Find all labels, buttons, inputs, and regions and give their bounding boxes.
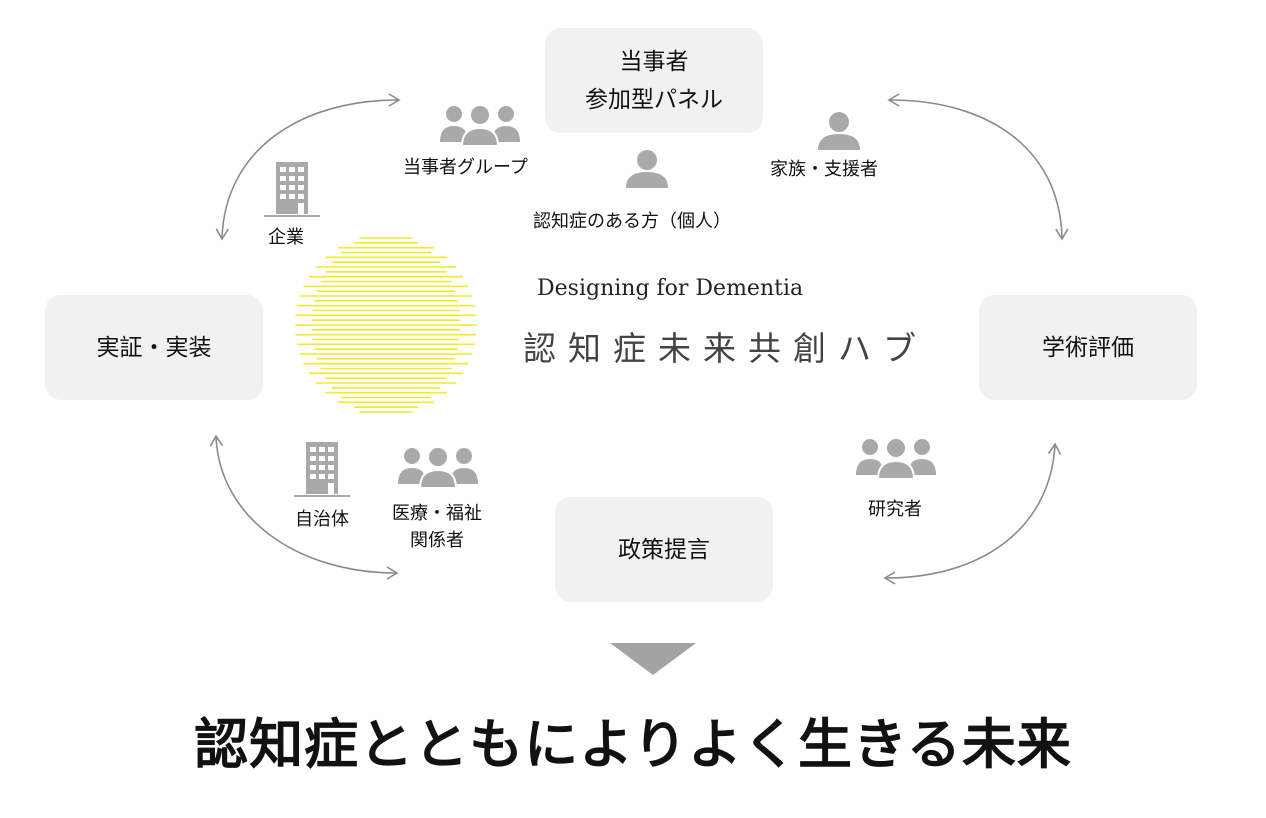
label-researcher: 研究者 — [868, 499, 922, 520]
down-triangle-icon — [610, 643, 696, 675]
person-icon — [818, 112, 860, 150]
label-line: 医療・福祉 — [392, 503, 482, 524]
label-medical: 医療・福祉 関係者 — [383, 500, 491, 554]
conclusion-title: 認知症とともによりよく生きる未来 — [194, 712, 1072, 776]
building-icon — [294, 442, 350, 497]
box-label: 学術評価 — [1042, 334, 1134, 361]
box-practice: 実証・実装 — [45, 295, 263, 400]
arrow-bottom-right — [883, 442, 1062, 585]
box-participant-panel: 当事者 参加型パネル — [545, 28, 763, 133]
building-icon — [264, 162, 320, 217]
person-icon — [626, 150, 668, 188]
hub-title: 認知症未来共創ハブ — [523, 329, 928, 368]
label-company: 企業 — [268, 227, 304, 248]
box-label: 当事者 — [619, 48, 689, 75]
group-icon — [856, 437, 936, 480]
arrow-top-left — [215, 93, 401, 241]
group-icon — [398, 446, 478, 489]
box-policy: 政策提言 — [555, 497, 773, 602]
label-line: 関係者 — [410, 530, 464, 551]
box-label: 実証・実装 — [96, 334, 212, 361]
box-academic: 学術評価 — [979, 295, 1197, 400]
label-family: 家族・支援者 — [770, 159, 878, 180]
arrow-bottom-left — [209, 434, 399, 580]
box-label: 政策提言 — [618, 536, 710, 563]
hub-logo-circle — [295, 237, 477, 413]
arrow-top-right — [887, 93, 1069, 241]
box-label: 参加型パネル — [585, 86, 723, 113]
hub-subtitle: Designing for Dementia — [537, 276, 804, 301]
label-group: 当事者グループ — [403, 157, 528, 178]
label-individual: 認知症のある方（個人） — [533, 211, 731, 232]
label-municipality: 自治体 — [295, 509, 349, 530]
group-icon — [440, 104, 520, 147]
